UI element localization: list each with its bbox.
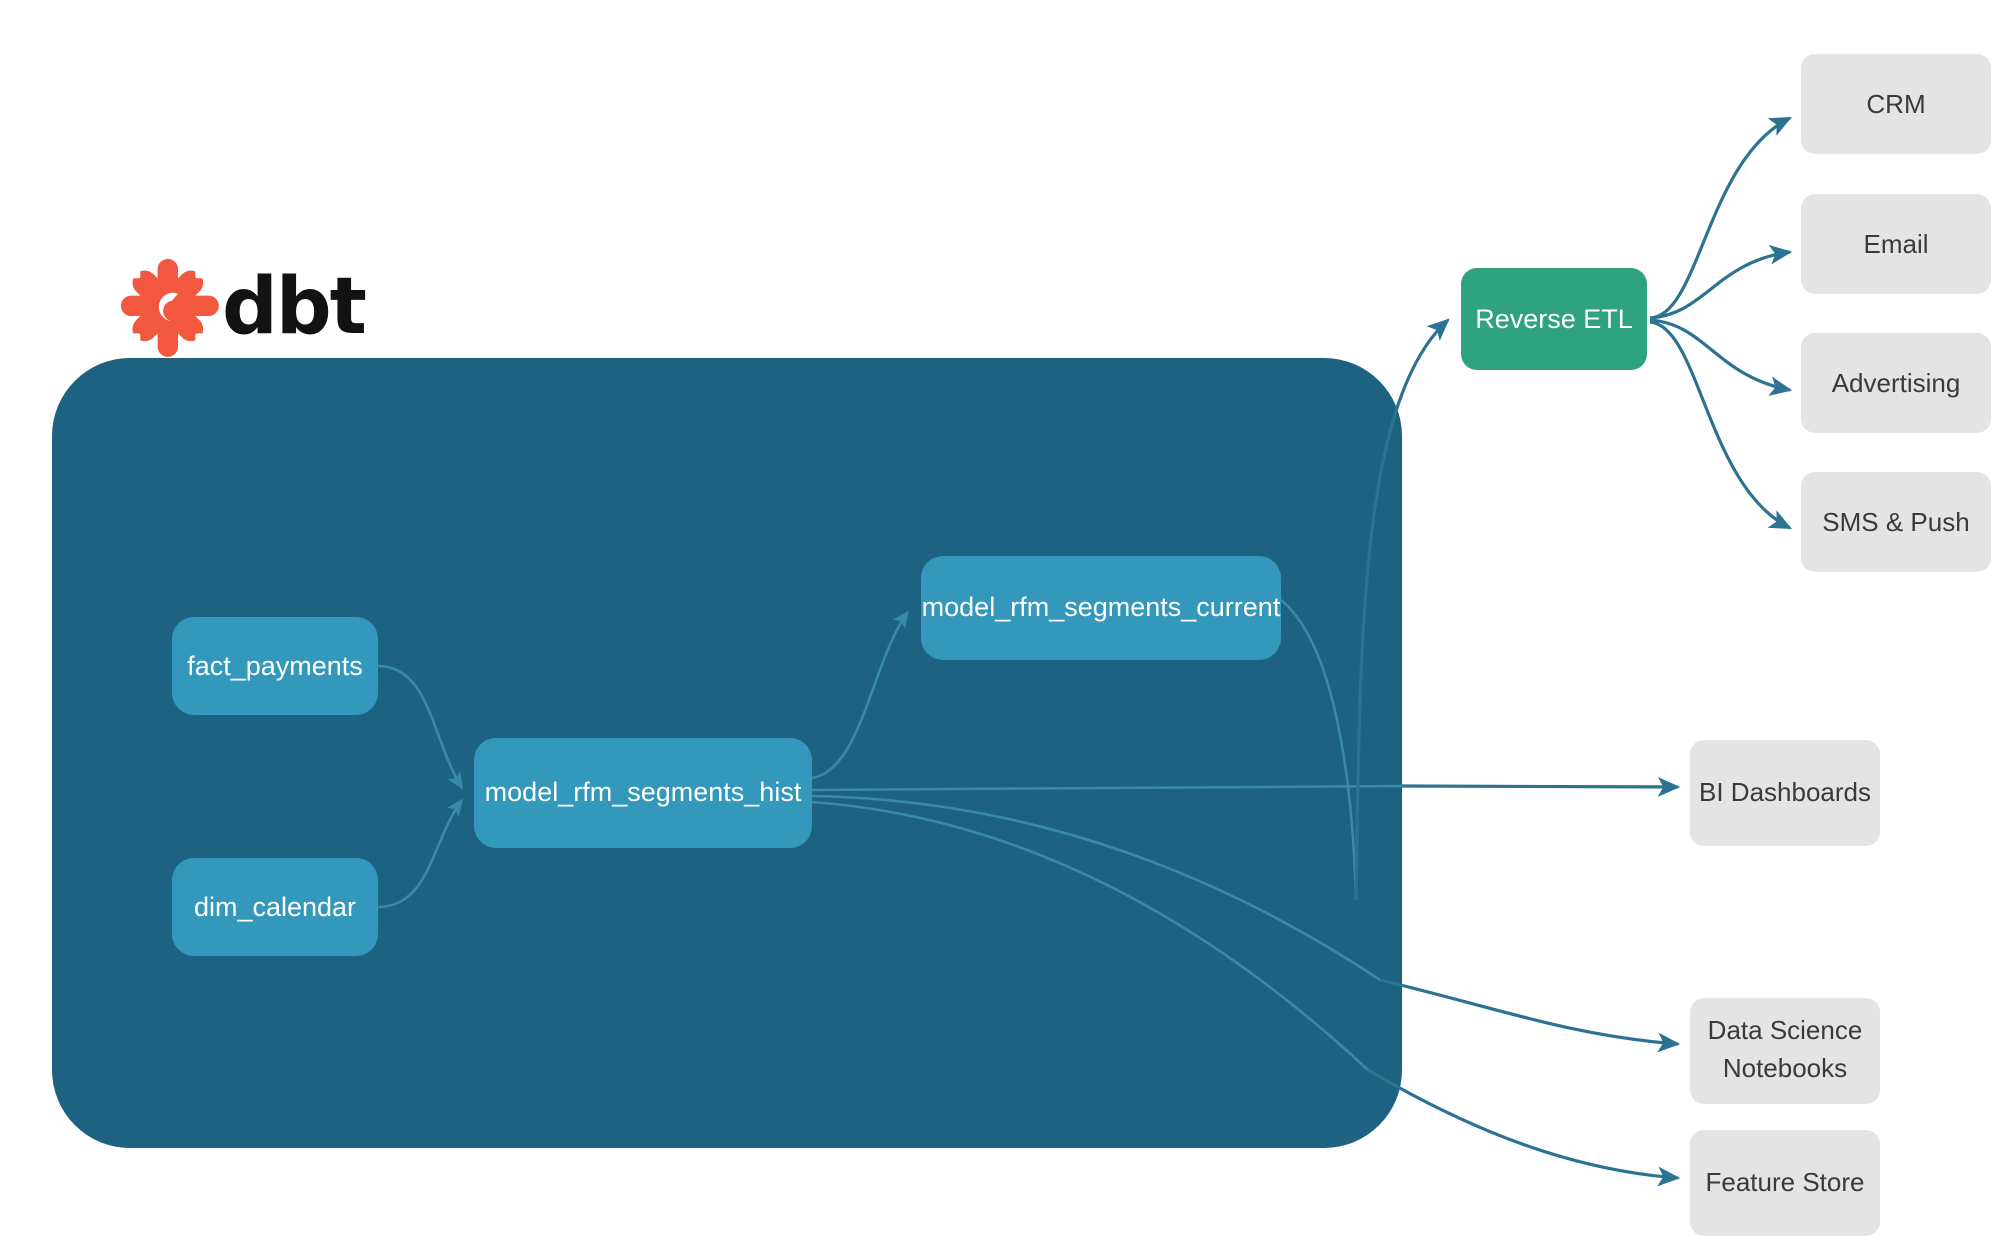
bottom-divider (0, 1242, 2000, 1246)
node-label-dim-calendar: dim_calendar (194, 892, 356, 922)
edge-reverse-etl-to-sms-push (1649, 320, 1793, 530)
edge-hist-to-fs-internal (811, 800, 1369, 1071)
consumer-node-bi-dashboards[interactable]: BI Dashboards (1690, 740, 1880, 846)
edge-current-to-boundary-internal (1280, 598, 1358, 901)
dbt-wordmark: dbt (222, 262, 366, 352)
activation-node-reverse-etl[interactable]: Reverse ETL (1461, 268, 1647, 370)
edge-to-data-science-notebooks (1379, 978, 1681, 1053)
node-label-email: Email (1863, 229, 1928, 259)
node-label-bi-dashboards: BI Dashboards (1699, 777, 1871, 807)
node-label-rfm-segments-hist: model_rfm_segments_hist (485, 777, 802, 807)
consumer-node-data-science-notebooks[interactable]: Data Science Notebooks (1690, 998, 1880, 1104)
destination-node-crm[interactable]: CRM (1801, 54, 1991, 154)
edge-reverse-etl-to-crm (1649, 116, 1793, 320)
model-node-rfm-segments-hist[interactable]: model_rfm_segments_hist (474, 738, 812, 848)
external-edges (1354, 116, 1793, 1187)
node-label-data-science-notebooks-line2: Notebooks (1723, 1053, 1847, 1083)
destination-node-advertising[interactable]: Advertising (1801, 333, 1991, 433)
internal-edges (377, 598, 1402, 1071)
node-label-sms-push: SMS & Push (1822, 507, 1969, 537)
edge-hist-to-bi-internal (811, 784, 1402, 792)
edge-dim-calendar-to-hist (377, 798, 464, 909)
edge-reverse-etl-to-advertising (1649, 318, 1793, 396)
edge-hist-to-ds-internal (811, 794, 1381, 982)
source-node-dim-calendar[interactable]: dim_calendar (172, 858, 378, 956)
edge-to-feature-store (1367, 1068, 1681, 1187)
node-label-advertising: Advertising (1832, 368, 1961, 398)
edge-to-bi-dashboards (1401, 777, 1681, 797)
edge-hist-to-current (811, 610, 910, 780)
model-node-rfm-segments-current[interactable]: model_rfm_segments_current (921, 556, 1281, 660)
node-label-data-science-notebooks-line1: Data Science (1708, 1015, 1863, 1045)
consumer-node-feature-store[interactable]: Feature Store (1690, 1130, 1880, 1236)
source-node-fact-payments[interactable]: fact_payments (172, 617, 378, 715)
node-label-feature-store: Feature Store (1706, 1167, 1865, 1197)
destination-node-sms-push[interactable]: SMS & Push (1801, 472, 1991, 572)
node-label-rfm-segments-current: model_rfm_segments_current (922, 592, 1281, 622)
destination-node-email[interactable]: Email (1801, 194, 1991, 294)
edge-current-to-reverse-etl (1354, 318, 1450, 901)
dbt-brand-lockup: dbt (120, 258, 368, 357)
node-label-fact-payments: fact_payments (187, 651, 363, 681)
dbt-logo-icon (120, 258, 219, 357)
edge-reverse-etl-to-email (1649, 244, 1793, 320)
node-label-reverse-etl: Reverse ETL (1475, 304, 1633, 334)
node-label-crm: CRM (1866, 89, 1925, 119)
edge-fact-payments-to-hist (377, 664, 464, 790)
